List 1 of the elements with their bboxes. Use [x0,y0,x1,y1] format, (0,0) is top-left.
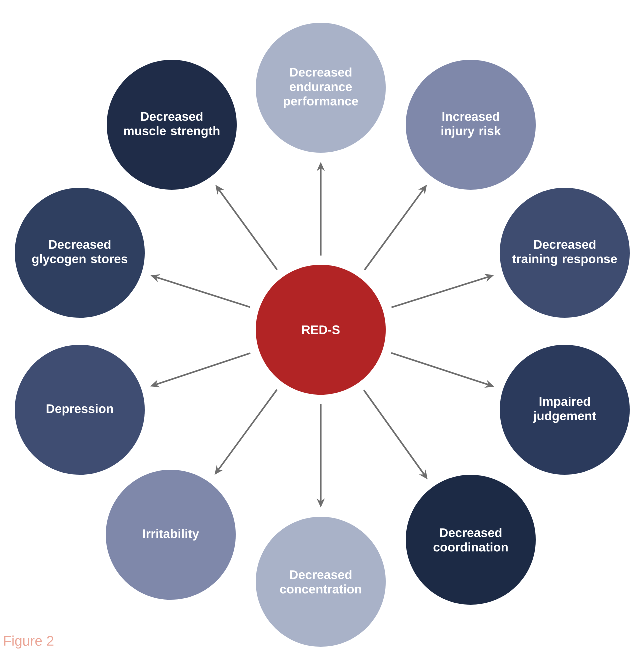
caption: Figure 2 [4,636,54,649]
